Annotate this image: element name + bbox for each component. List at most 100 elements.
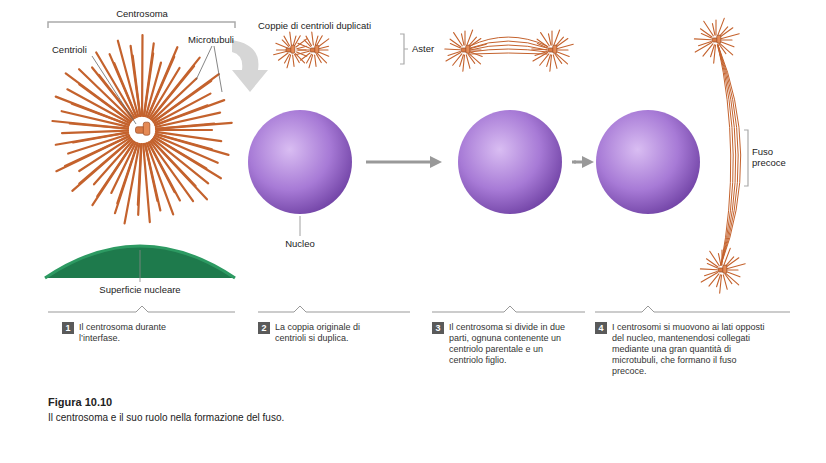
centriole (291, 45, 295, 53)
microtubule (295, 54, 300, 62)
microtubule (712, 24, 715, 36)
part-label: Coppie di centrioli duplicati (258, 20, 398, 31)
microtubule (557, 49, 568, 50)
callout-number: 4 (595, 322, 607, 334)
microtubule (710, 251, 720, 266)
step-text: Il centrosoma si divide in due parti, og… (449, 322, 577, 366)
microtubule (312, 32, 314, 45)
microtubule (709, 274, 719, 286)
microtubule (701, 273, 717, 283)
microtubule (62, 131, 128, 134)
microtubule (446, 53, 461, 62)
microtubule (700, 268, 717, 270)
microtubule (315, 55, 316, 66)
microtubule (319, 46, 329, 48)
arrowhead (582, 156, 594, 168)
nucleus (248, 110, 352, 214)
microtubule (156, 124, 214, 129)
part-label: Fuso precoce (752, 146, 802, 168)
microtubule (445, 48, 460, 50)
microtubule (556, 53, 568, 64)
microtubule (464, 31, 465, 45)
microtubule (72, 139, 131, 191)
microtubule (695, 43, 711, 53)
microtubule (299, 49, 310, 50)
microtubule (125, 144, 140, 224)
microtubule (466, 55, 470, 69)
microtubule (151, 58, 200, 119)
microtubule (318, 39, 329, 47)
step-text: Il centrosoma durante l’interfase. (79, 322, 179, 344)
microtubule (152, 78, 196, 120)
microtubule (300, 53, 310, 60)
centriole (723, 265, 727, 273)
microtubule (138, 144, 141, 215)
microtubule (727, 264, 745, 269)
microtubule (317, 54, 322, 62)
centriole (553, 45, 557, 53)
part-label: Superficie nucleare (80, 284, 200, 295)
microtubule (723, 275, 727, 289)
bracket (744, 130, 748, 186)
microtubule (277, 49, 288, 50)
microtubule (94, 140, 133, 184)
microtubule (296, 51, 310, 54)
part-label: Aster (412, 43, 452, 54)
microtubule (56, 132, 128, 144)
microtubule (147, 143, 173, 214)
microtubule (306, 36, 312, 46)
callout-number: 1 (62, 322, 74, 334)
microtubule (470, 53, 547, 54)
microtubule (718, 45, 736, 265)
microtubule (155, 100, 224, 125)
centriole (143, 122, 150, 135)
microtubule (540, 54, 549, 65)
bracket (48, 22, 235, 28)
microtubule (725, 274, 732, 284)
microtubule (721, 34, 739, 39)
microtubule (319, 49, 328, 50)
microtubule (694, 38, 711, 40)
microtubule (152, 140, 207, 199)
bracket (400, 34, 408, 64)
microtubule (470, 49, 547, 52)
microtubule (726, 273, 739, 285)
microtubule (557, 44, 573, 48)
microtubule (468, 54, 475, 63)
leader-line (300, 216, 301, 236)
part-label: Centrioli (52, 44, 112, 55)
centriole (315, 45, 319, 53)
microtubule (448, 52, 460, 56)
microtubule (290, 32, 292, 45)
microtubule (131, 46, 141, 116)
microtubule (700, 29, 711, 37)
microtubule (555, 54, 562, 63)
microtubule (469, 53, 481, 64)
microtubule (79, 84, 130, 121)
microtubule (73, 132, 128, 142)
step-text: La coppia originale di centrioli si dupl… (275, 322, 387, 344)
step-arrow (366, 161, 432, 164)
centriole (717, 35, 721, 43)
microtubule (553, 55, 557, 69)
microtubule (141, 35, 144, 116)
microtubule (274, 51, 288, 54)
step-text: I centrosomi si muovono ai lati opposti … (612, 322, 772, 377)
leader-line (92, 56, 136, 124)
microtubule (727, 269, 738, 270)
microtubules (52, 18, 745, 293)
arrowhead (430, 156, 442, 168)
transition-arrow (232, 40, 268, 92)
microtubule (284, 36, 290, 46)
microtubule (461, 34, 463, 45)
centriole (466, 45, 470, 53)
figure-title: Figura 10.10 (48, 396, 112, 409)
microtubule (718, 18, 724, 35)
microtubule (453, 54, 462, 65)
microtubule (143, 144, 150, 222)
microtubule (718, 45, 738, 265)
part-label: Microtubuli (188, 34, 258, 45)
part-label: Centrosoma (92, 8, 192, 19)
callout-number: 3 (432, 322, 444, 334)
nucleus (458, 110, 562, 214)
